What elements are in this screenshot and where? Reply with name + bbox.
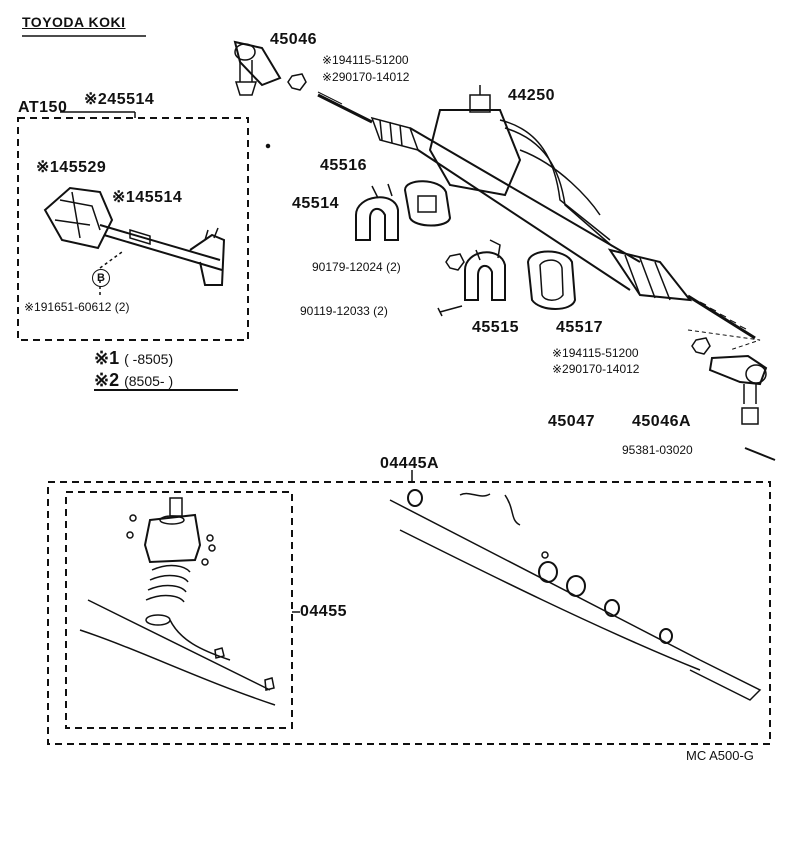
part-145529: ※145529 — [36, 159, 107, 176]
part-91651: ※191651-60612 (2) — [24, 300, 130, 314]
part-45046a: 45046A — [632, 413, 692, 430]
part-45046-top: 45046 — [270, 31, 317, 48]
bushing-45517-drawing — [526, 250, 577, 310]
part-45516: 45516 — [320, 157, 367, 174]
part-45514: 45514 — [292, 195, 339, 212]
tie-rod-end-right-drawing — [691, 337, 776, 461]
part-04445a: 04445A — [380, 455, 440, 472]
part-b-circle: B — [92, 269, 110, 287]
at150-group-box — [17, 117, 249, 341]
brand-label: TOYODA KOKI — [22, 14, 126, 30]
legend-range-2: (8505- ) — [124, 373, 174, 389]
part-b-marker: B — [92, 268, 110, 287]
legend-row-1: ※1 ( -8505) — [94, 348, 174, 368]
part-94115-b: ※194115-51200 — [552, 346, 639, 360]
part-90179: 90179-12024 (2) — [312, 260, 401, 274]
at150-parts-drawing — [43, 186, 226, 298]
tie-rod-end-left-drawing — [233, 40, 307, 96]
legend-range-1: ( -8505) — [124, 351, 174, 367]
part-90170-a: ※290170-14012 — [322, 70, 410, 84]
part-45047: 45047 — [548, 413, 595, 430]
kit-04445a-drawing — [389, 489, 762, 701]
legend-row-2: ※2 (8505- ) — [94, 370, 238, 391]
group-at150-title: AT150 — [18, 99, 68, 116]
part-04455: 04455 — [300, 603, 347, 620]
part-145514: ※145514 — [112, 189, 183, 206]
footer-code: MC A500-G — [686, 748, 754, 763]
legend-mark-1: ※1 — [94, 348, 120, 368]
repair-kit-box-outer — [47, 481, 771, 745]
part-95381: 95381-03020 — [622, 443, 693, 457]
part-90170-b: ※290170-14012 — [552, 362, 640, 376]
group-at150-code: ※245514 — [84, 91, 155, 108]
bracket-45515-drawing — [437, 239, 506, 317]
part-44250: 44250 — [508, 87, 555, 104]
bushing-45516-drawing — [403, 180, 452, 227]
legend-mark-2: ※2 — [94, 370, 120, 390]
rack-housing-drawing — [317, 85, 761, 351]
part-45517: 45517 — [556, 319, 603, 336]
bracket-45514-drawing — [355, 183, 399, 241]
part-94115-a: ※194115-51200 — [322, 53, 409, 67]
part-45515: 45515 — [472, 319, 519, 336]
repair-kit-box-inner — [65, 491, 293, 729]
part-90119: 90119-12033 (2) — [300, 304, 388, 318]
kit-04455-drawing — [79, 497, 276, 706]
